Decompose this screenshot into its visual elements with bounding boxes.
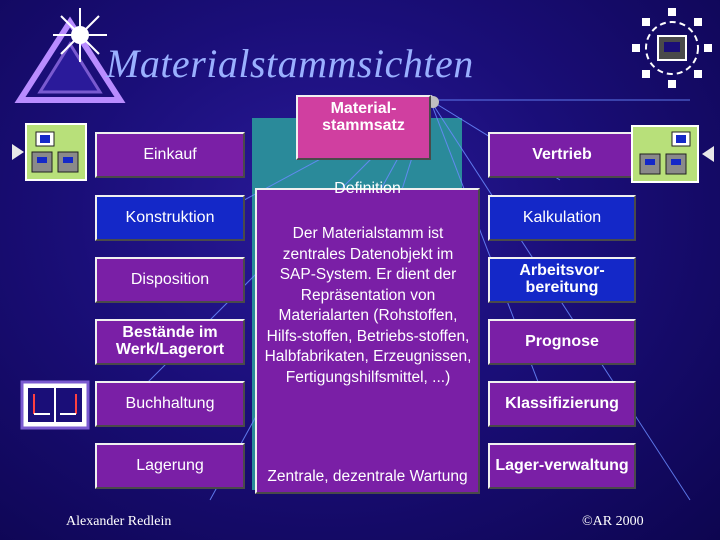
- view-label: Prognose: [525, 332, 599, 350]
- view-box-prognose[interactable]: Prognose: [488, 319, 636, 365]
- view-box-lagerung[interactable]: Lagerung: [95, 443, 245, 489]
- view-label: Bestände im Werk/Lagerort: [115, 324, 225, 358]
- view-label: Lager-verwaltung: [495, 456, 629, 474]
- view-box-arbeitsvorbereitung[interactable]: Arbeitsvor-bereitung: [488, 257, 636, 303]
- view-label: Vertrieb: [532, 145, 592, 163]
- footer-copyright: ©AR 2000: [582, 514, 644, 529]
- slide-title: Materialstammsichten: [106, 41, 474, 86]
- view-box-lagerverwaltung[interactable]: Lager-verwaltung: [488, 443, 636, 489]
- view-box-klassifizierung[interactable]: Klassifizierung: [488, 381, 636, 427]
- view-label: Lagerung: [136, 456, 204, 474]
- balance-book-icon: [20, 380, 90, 430]
- view-label: Buchhaltung: [125, 394, 215, 412]
- view-box-bestaende[interactable]: Bestände im Werk/Lagerort: [95, 319, 245, 365]
- footer-author: Alexander Redlein: [66, 514, 172, 529]
- wartung-text: Zentrale, dezentrale Wartung: [267, 468, 468, 485]
- view-box-kalkulation[interactable]: Kalkulation: [488, 195, 636, 241]
- view-box-einkauf[interactable]: Einkauf: [95, 132, 245, 178]
- view-box-vertrieb[interactable]: Vertrieb: [488, 132, 636, 178]
- definition-panel: Definition Der Materialstamm ist zentral…: [255, 180, 480, 494]
- star-logo-icon: [14, 8, 126, 103]
- view-label: Disposition: [130, 270, 210, 288]
- view-box-buchhaltung[interactable]: Buchhaltung: [95, 381, 245, 427]
- computer-icon: [631, 125, 714, 183]
- definition-text: Der Materialstamm ist zentrales Datenobj…: [264, 225, 472, 386]
- view-label: Einkauf: [143, 145, 197, 163]
- definition-heading: Definition: [334, 180, 401, 197]
- view-label: Arbeitsvor-bereitung: [519, 262, 605, 296]
- view-label: Konstruktion: [125, 208, 215, 226]
- view-label: Kalkulation: [522, 208, 602, 226]
- view-box-konstruktion[interactable]: Konstruktion: [95, 195, 245, 241]
- view-box-disposition[interactable]: Disposition: [95, 257, 245, 303]
- view-label: Klassifizierung: [505, 394, 619, 412]
- computer-icon: [12, 123, 87, 181]
- gear-wheel-icon: [632, 8, 712, 88]
- materialstammsatz-label: Material-stammsatz: [322, 100, 405, 134]
- materialstammsatz-box[interactable]: Material-stammsatz: [296, 95, 431, 160]
